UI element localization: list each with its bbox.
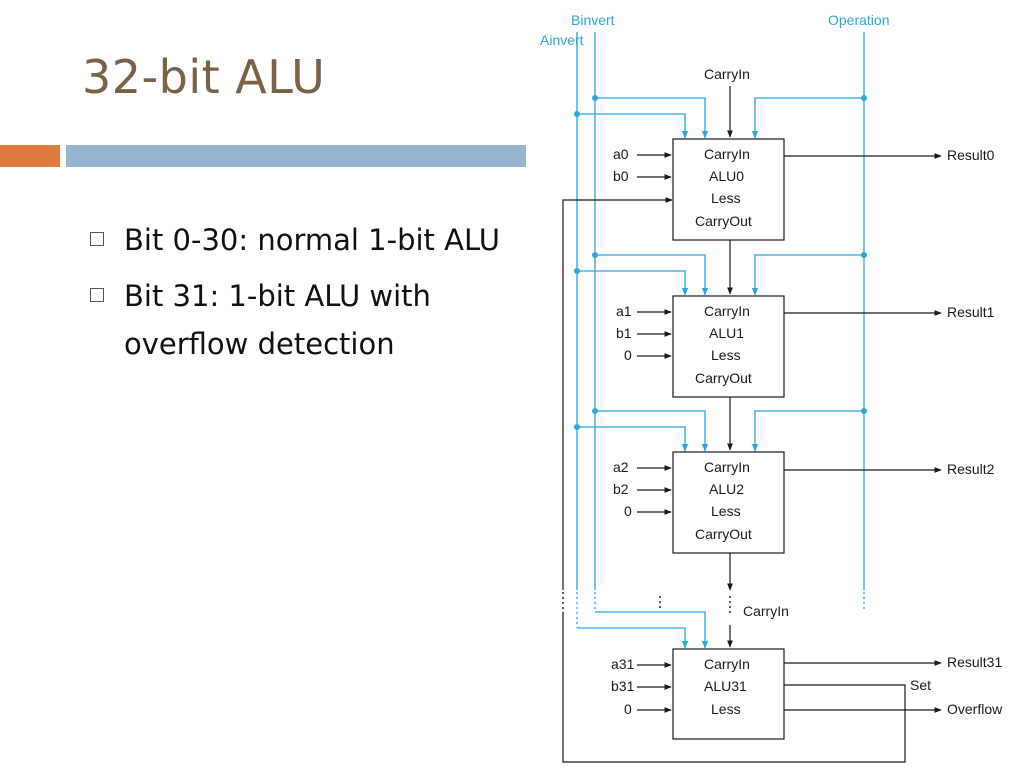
ellipsis-dots [562,592,731,616]
alu-line: Less [711,190,741,206]
binvert-label: Binvert [571,12,615,28]
set-less-feedback-wire [562,197,906,763]
input-label: 0 [624,701,632,717]
alu-line: CarryIn [704,459,750,475]
ainvert-label: Ainvert [540,32,584,48]
result-label: Result31 [947,654,1002,670]
input-label: a0 [613,146,629,162]
input-label: 0 [624,347,632,363]
input-label: a1 [616,303,632,319]
bullet-item: Bit 31: 1-bit ALU with overflow detectio… [88,272,508,368]
bullet-text: Bit 31: 1-bit ALU with overflow detectio… [124,279,431,361]
alu31-block: CarryIn ALU31 Less a31 b31 0 Result31 Se… [611,654,1003,717]
control-trunk-dots [576,592,865,628]
input-label: b31 [611,678,635,694]
input-label: a2 [613,459,629,475]
square-bullet-icon [90,232,104,246]
carry-in-top-label: CarryIn [704,66,750,82]
alu-name: ALU1 [709,325,744,341]
alu0-block: CarryIn ALU0 Less CarryOut a0 b0 Result0 [613,146,995,229]
input-label: a31 [611,656,635,672]
alu-line: Less [711,347,741,363]
alu-line: CarryOut [695,526,752,542]
alu2-block: CarryIn ALU2 Less CarryOut a2 b2 0 Resul… [613,459,995,542]
junction-dots [574,95,867,430]
set-label: Set [910,677,931,693]
control-branches [577,97,864,649]
control-trunks [576,32,865,590]
alu-name: ALU31 [704,678,747,694]
bullet-list: Bit 0-30: normal 1-bit ALU Bit 31: 1-bit… [88,216,508,376]
bullet-text: Bit 0-30: normal 1-bit ALU [124,223,500,257]
alu-line: CarryIn [704,656,750,672]
alu-boxes [672,138,785,740]
alu-line: CarryOut [695,213,752,229]
result-label: Result1 [947,304,995,320]
slide-title: 32-bit ALU [82,50,326,104]
input-label: 0 [624,503,632,519]
title-accent-bar-orange [0,145,60,167]
alu-line: CarryIn [704,303,750,319]
alu-line: CarryIn [704,146,750,162]
operation-label: Operation [828,12,889,28]
io-arrows [637,152,942,713]
result-label: Result2 [947,461,995,477]
input-label: b1 [616,325,632,341]
overflow-label: Overflow [947,701,1003,717]
alu1-block: CarryIn ALU1 Less CarryOut a1 b1 0 Resul… [616,303,995,386]
title-accent-bar-blue [66,145,526,167]
alu-name: ALU2 [709,481,744,497]
input-label: b2 [613,481,629,497]
alu-line: Less [711,503,741,519]
bullet-item: Bit 0-30: normal 1-bit ALU [88,216,508,264]
alu-line: CarryOut [695,370,752,386]
square-bullet-icon [90,288,104,302]
result-label: Result0 [947,147,995,163]
alu-name: ALU0 [709,168,744,184]
input-label: b0 [613,168,629,184]
carry-in-31-label: CarryIn [743,603,789,619]
alu-line: Less [711,701,741,717]
